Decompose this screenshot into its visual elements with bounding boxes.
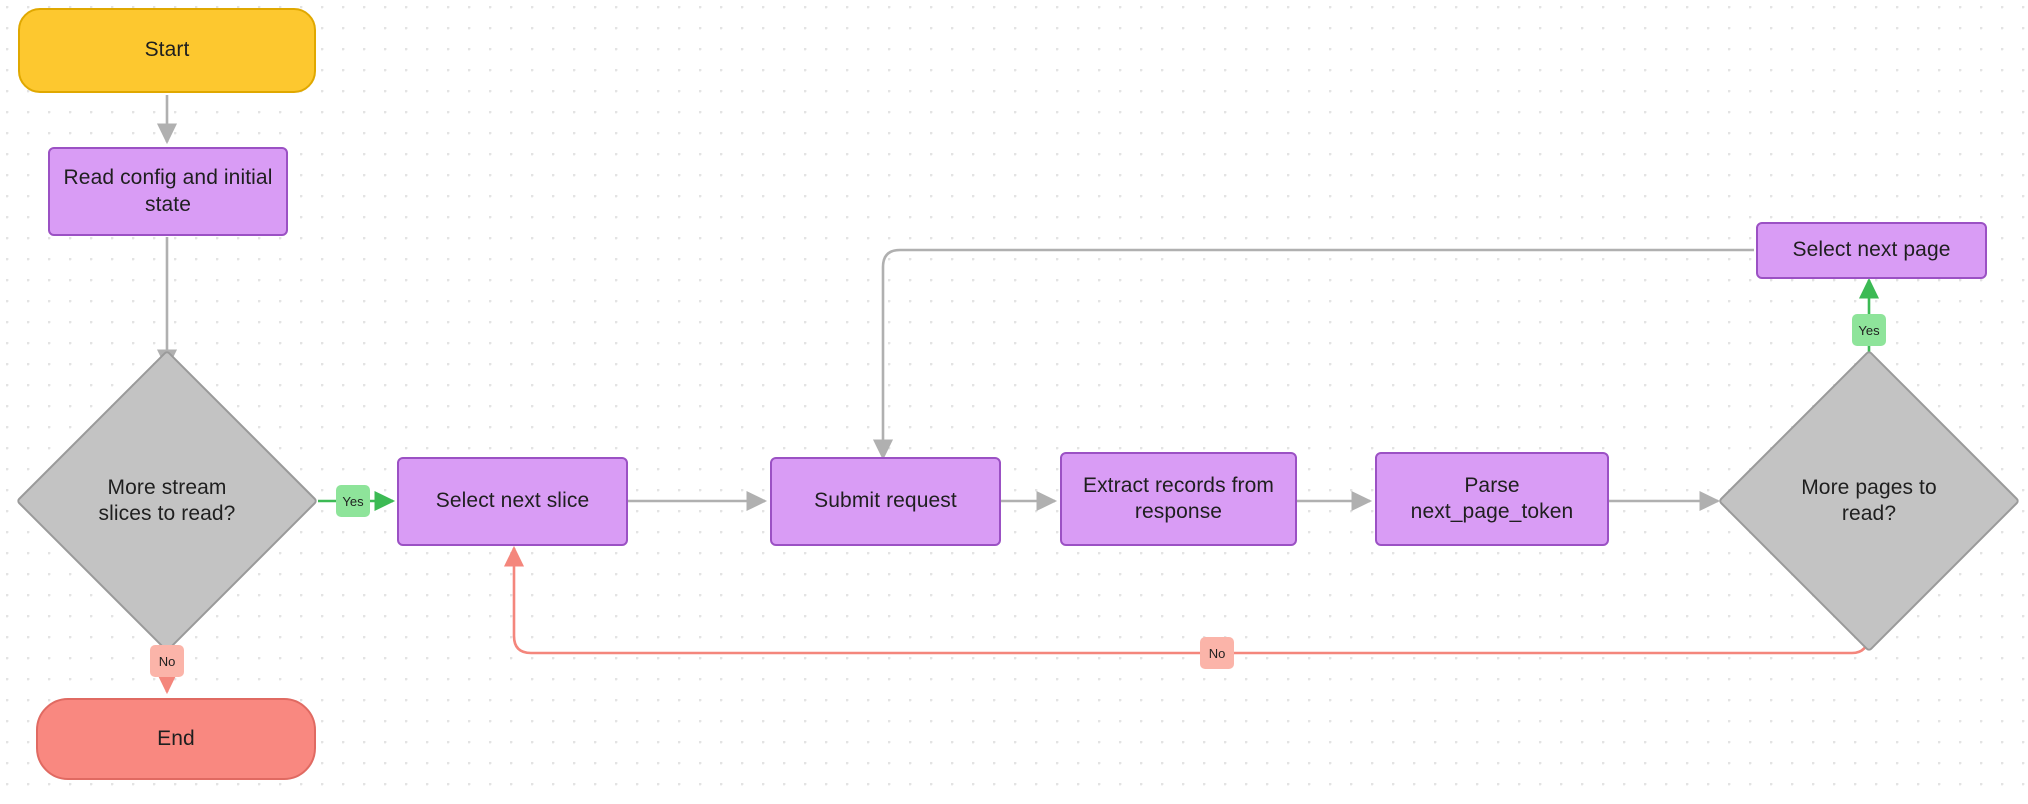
node-submit-request-label: Submit request (814, 489, 957, 513)
edge-label-slices-yes: Yes (336, 485, 370, 517)
node-more-pages[interactable]: More pages to read? (1717, 349, 2021, 653)
node-start-label: Start (144, 38, 190, 62)
node-select-next-page-label: Select next page (1792, 238, 1951, 262)
node-submit-request[interactable]: Submit request (770, 457, 1001, 546)
edge-label-slices-yes-text: Yes (342, 493, 364, 509)
edge-label-slices-no-text: No (158, 653, 176, 669)
edge-select-page-to-submit-request (872, 248, 1754, 461)
node-parse-next-page-token-label: Parse next_page_token (1410, 473, 1574, 523)
edge-label-slices-no: No (150, 645, 184, 677)
edge-label-pages-yes: Yes (1852, 314, 1886, 346)
node-more-pages-label: More pages to read? (1801, 475, 1937, 525)
edge-label-pages-no-text: No (1208, 645, 1226, 661)
edge-label-pages-yes-text: Yes (1858, 322, 1880, 338)
node-select-next-slice-label: Select next slice (435, 489, 590, 513)
node-read-config-label: Read config and initial state (63, 166, 273, 216)
node-extract-records-label: Extract records from response (1082, 473, 1275, 523)
node-more-stream-slices[interactable]: More stream slices to read? (15, 349, 319, 653)
node-read-config[interactable]: Read config and initial state (48, 147, 288, 236)
node-end-label: End (157, 726, 195, 750)
node-extract-records[interactable]: Extract records from response (1060, 452, 1297, 546)
node-start[interactable]: Start (18, 8, 316, 93)
node-select-next-page[interactable]: Select next page (1756, 222, 1987, 279)
edge-label-pages-no: No (1200, 637, 1234, 669)
node-more-stream-slices-label: More stream slices to read? (98, 475, 236, 525)
node-end[interactable]: End (36, 698, 316, 780)
edge-more-pages-no-to-select-slice (503, 545, 1871, 655)
node-parse-next-page-token[interactable]: Parse next_page_token (1375, 452, 1609, 546)
node-select-next-slice[interactable]: Select next slice (397, 457, 628, 546)
